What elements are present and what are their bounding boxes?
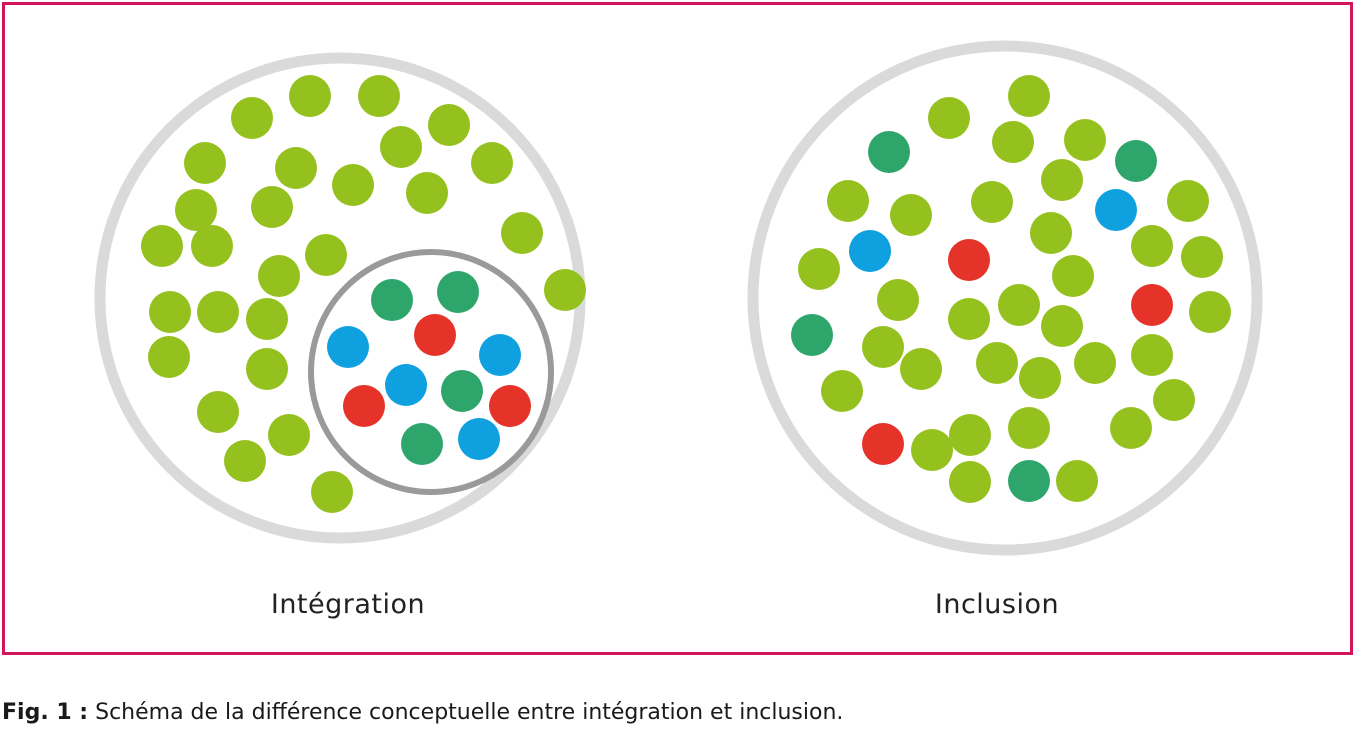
inclusion-dot-lime xyxy=(1189,291,1231,333)
integration-dot-lime xyxy=(175,189,217,231)
integration-dot-lime xyxy=(246,298,288,340)
inclusion-dot-lime xyxy=(1041,305,1083,347)
integration-inner-ring xyxy=(308,249,554,495)
inclusion-dot-lime xyxy=(1167,180,1209,222)
inclusion-dots xyxy=(791,75,1231,503)
inclusion-dot-lime xyxy=(998,284,1040,326)
integration-dot-lime xyxy=(251,186,293,228)
integration-dots xyxy=(141,75,586,513)
integration-dot-lime xyxy=(191,225,233,267)
inclusion-dot-lime xyxy=(1074,342,1116,384)
integration-dot-blue xyxy=(385,364,427,406)
inclusion-dot-lime xyxy=(821,370,863,412)
inclusion-dot-lime xyxy=(928,97,970,139)
inclusion-dot-lime xyxy=(1110,407,1152,449)
caption-text: Schéma de la différence conceptuelle ent… xyxy=(88,700,844,725)
integration-dot-red xyxy=(489,385,531,427)
integration-dot-lime xyxy=(184,142,226,184)
integration-dot-lime xyxy=(149,291,191,333)
inclusion-dot-lime xyxy=(949,461,991,503)
inclusion-dot-lime xyxy=(949,414,991,456)
inclusion-dot-red xyxy=(862,423,904,465)
inclusion-panel: Inclusion xyxy=(747,40,1263,620)
integration-dot-lime xyxy=(224,440,266,482)
integration-dot-lime xyxy=(197,291,239,333)
inclusion-dot-lime xyxy=(1030,212,1072,254)
inclusion-dot-blue xyxy=(849,230,891,272)
integration-dot-lime xyxy=(289,75,331,117)
integration-dot-green xyxy=(437,271,479,313)
inclusion-label: Inclusion xyxy=(935,589,1059,620)
integration-label: Intégration xyxy=(271,589,425,620)
figure-caption: Fig. 1 : Schéma de la différence concept… xyxy=(2,700,843,725)
inclusion-dot-lime xyxy=(1056,460,1098,502)
integration-dot-lime xyxy=(406,172,448,214)
inclusion-dot-red xyxy=(948,239,990,281)
caption-label: Fig. 1 : xyxy=(2,700,89,725)
inclusion-dot-lime xyxy=(798,248,840,290)
inclusion-dot-lime xyxy=(1019,357,1061,399)
integration-dot-lime xyxy=(258,255,300,297)
inclusion-dot-lime xyxy=(948,298,990,340)
integration-dot-lime xyxy=(471,142,513,184)
integration-dot-blue xyxy=(327,326,369,368)
inclusion-dot-lime xyxy=(1008,75,1050,117)
integration-dot-lime xyxy=(544,269,586,311)
inclusion-dot-lime xyxy=(900,348,942,390)
integration-dot-blue xyxy=(479,334,521,376)
integration-dot-lime xyxy=(148,336,190,378)
integration-dot-green xyxy=(371,279,413,321)
inclusion-dot-green xyxy=(791,314,833,356)
integration-dot-lime xyxy=(141,225,183,267)
integration-dot-lime xyxy=(197,391,239,433)
inclusion-dot-lime xyxy=(1131,334,1173,376)
integration-dot-red xyxy=(343,385,385,427)
inclusion-dot-lime xyxy=(971,181,1013,223)
integration-dot-green xyxy=(441,370,483,412)
inclusion-dot-lime xyxy=(1131,225,1173,267)
integration-dot-lime xyxy=(246,348,288,390)
integration-dot-lime xyxy=(332,164,374,206)
inclusion-dot-lime xyxy=(992,121,1034,163)
integration-panel: Intégration xyxy=(94,52,586,620)
inclusion-dot-lime xyxy=(1052,255,1094,297)
inclusion-dot-lime xyxy=(890,194,932,236)
diagram-canvas: Intégration Inclusion xyxy=(94,40,1263,620)
inclusion-dot-lime xyxy=(911,429,953,471)
inclusion-dot-lime xyxy=(877,279,919,321)
inclusion-outer-ring xyxy=(747,40,1263,556)
integration-dot-green xyxy=(401,423,443,465)
inclusion-dot-blue xyxy=(1095,189,1137,231)
inclusion-dot-lime xyxy=(1008,407,1050,449)
integration-dot-lime xyxy=(501,212,543,254)
inclusion-dot-lime xyxy=(827,180,869,222)
inclusion-dot-green xyxy=(1008,460,1050,502)
inclusion-dot-lime xyxy=(862,326,904,368)
integration-dot-lime xyxy=(380,126,422,168)
inclusion-dot-lime xyxy=(1064,119,1106,161)
integration-dot-lime xyxy=(305,234,347,276)
inclusion-dot-lime xyxy=(976,342,1018,384)
integration-dot-red xyxy=(414,314,456,356)
inclusion-dot-lime xyxy=(1181,236,1223,278)
inclusion-dot-green xyxy=(1115,140,1157,182)
integration-dot-lime xyxy=(268,414,310,456)
integration-dot-lime xyxy=(275,147,317,189)
integration-dot-blue xyxy=(458,418,500,460)
integration-dot-lime xyxy=(428,104,470,146)
inclusion-dot-lime xyxy=(1153,379,1195,421)
inclusion-dot-red xyxy=(1131,284,1173,326)
inclusion-dot-lime xyxy=(1041,159,1083,201)
integration-dot-lime xyxy=(311,471,353,513)
integration-dot-lime xyxy=(358,75,400,117)
integration-dot-lime xyxy=(231,97,273,139)
inclusion-dot-green xyxy=(868,131,910,173)
